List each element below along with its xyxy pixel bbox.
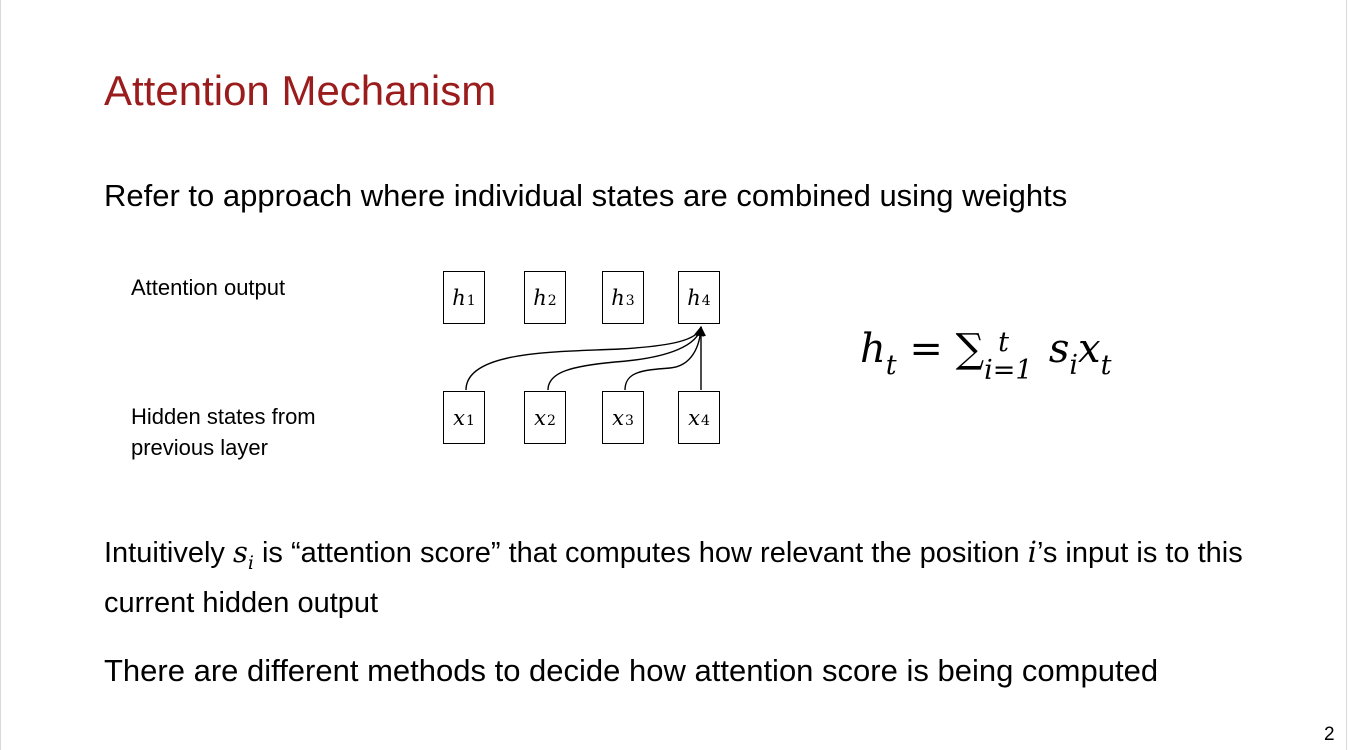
edge-x1-h4 <box>465 326 704 391</box>
label-hidden-states-line1: Hidden states from <box>131 404 316 429</box>
methods-paragraph: There are different methods to decide ho… <box>104 653 1159 688</box>
slide-title: Attention Mechanism <box>104 67 497 114</box>
label-hidden-states-line2: previous layer <box>131 435 268 460</box>
slide-left-border <box>0 0 1 750</box>
slide-subtitle: Refer to approach where individual state… <box>104 178 1068 213</box>
edge-x3-h4 <box>624 326 706 391</box>
label-attention-output: Attention output <box>131 275 286 300</box>
page-number: 2 <box>1324 724 1335 745</box>
edge-x2-h4 <box>547 326 705 391</box>
slide-right-border <box>1346 0 1347 750</box>
intuition-paragraph: Intuitively si is “attention score” that… <box>104 535 1243 619</box>
